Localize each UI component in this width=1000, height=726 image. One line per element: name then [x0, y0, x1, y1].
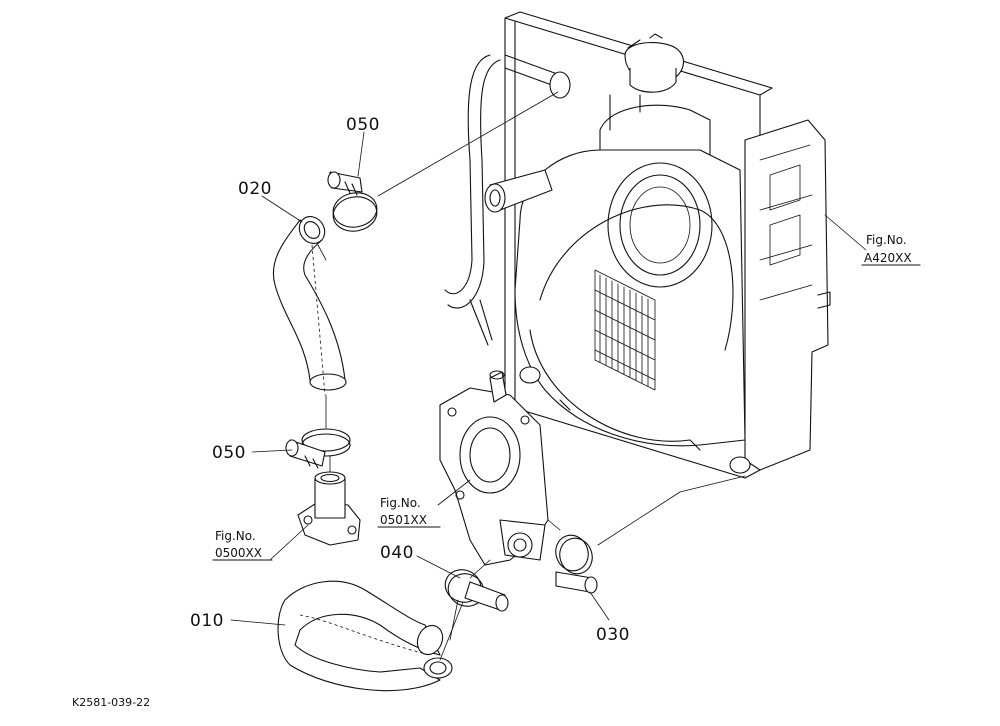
- water-flange: [297, 471, 361, 546]
- ref-radiator-prefix: Fig.No.: [866, 233, 907, 247]
- callout-010[interactable]: 010: [190, 611, 224, 631]
- radiator-core-fins: [594, 269, 656, 391]
- ref-thermostat-code[interactable]: 0501XX: [380, 513, 427, 527]
- callout-040[interactable]: 040: [380, 543, 414, 563]
- callout-020[interactable]: 020: [238, 179, 272, 199]
- leader-lines: [212, 91, 921, 661]
- upper-radiator-hose: [272, 216, 347, 396]
- callout-050-top[interactable]: 050: [346, 115, 380, 135]
- hose-clamp-top: [327, 171, 378, 232]
- radiator-assembly: [444, 11, 831, 479]
- lower-radiator-hose: [277, 580, 453, 692]
- figure-references: Fig.No. A420XX Fig.No. 0501XX Fig.No. 05…: [215, 233, 912, 560]
- ref-flange-prefix: Fig.No.: [215, 529, 256, 543]
- callout-030[interactable]: 030: [596, 625, 630, 645]
- figure-code: K2581-039-22: [72, 696, 150, 709]
- ref-radiator-code[interactable]: A420XX: [864, 251, 912, 265]
- callout-050-mid[interactable]: 050: [212, 443, 246, 463]
- hose-clamp-mid: [285, 428, 351, 469]
- hose-clamp-040: [444, 569, 509, 612]
- ref-flange-code[interactable]: 0500XX: [215, 546, 262, 560]
- thermostat-housing: [439, 370, 549, 566]
- ref-thermostat-prefix: Fig.No.: [380, 496, 421, 510]
- hose-clamp-030: [555, 534, 598, 594]
- part-callouts: 050 020 050 040 010 030: [190, 115, 630, 645]
